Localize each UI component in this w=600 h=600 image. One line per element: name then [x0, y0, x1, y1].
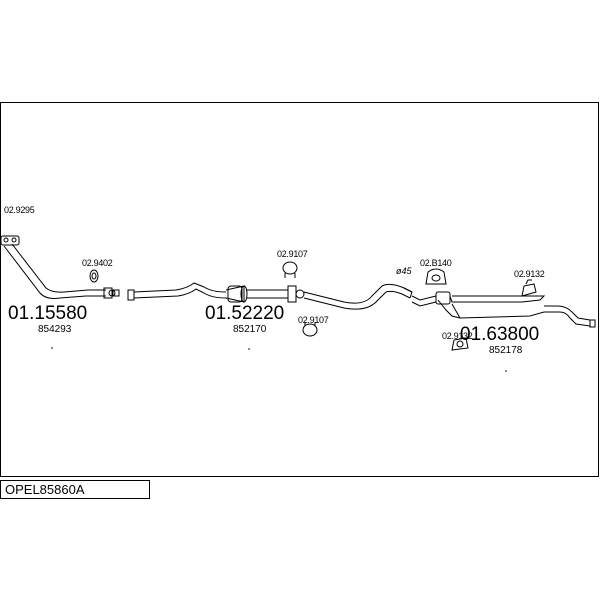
accessory-label: 02.9132: [442, 331, 473, 341]
clamp-9107-bottom-icon: [302, 322, 318, 337]
part-number: 01.52220: [205, 303, 285, 324]
drawing-id-box: OPEL85860A: [0, 480, 150, 499]
part-reference: 854293: [38, 324, 72, 335]
accessory-label: 02.9107: [298, 315, 329, 325]
diagram-frame: [0, 102, 599, 477]
part-number: 01.15580: [8, 303, 88, 324]
gasket-9295-icon: [0, 235, 20, 246]
center-pipe-drawing: [127, 282, 413, 310]
accessory-label: 02.B140: [420, 258, 452, 268]
part-reference: 852170: [233, 324, 267, 335]
accessory-label: 02.9107: [277, 249, 308, 259]
part-number: 01.63800: [460, 324, 540, 345]
accessory-label: 02.9132: [514, 269, 545, 279]
accessory-label: 02.9295: [4, 205, 35, 215]
part-reference: 852178: [489, 345, 523, 356]
hanger-9132-left-icon: [451, 337, 469, 351]
clamp-9107-top-icon: [282, 261, 298, 278]
accessory-label: 02.9402: [82, 258, 113, 268]
hanger-b140-icon: [425, 268, 447, 285]
drawing-id: OPEL85860A: [5, 482, 85, 497]
hanger-9132-right-icon: [521, 279, 537, 297]
rear-silencer-drawing: [411, 291, 596, 328]
pipe-diameter-label: ø45: [396, 266, 412, 276]
front-pipe-drawing: [3, 243, 120, 299]
ring-9402-icon: [89, 269, 99, 283]
